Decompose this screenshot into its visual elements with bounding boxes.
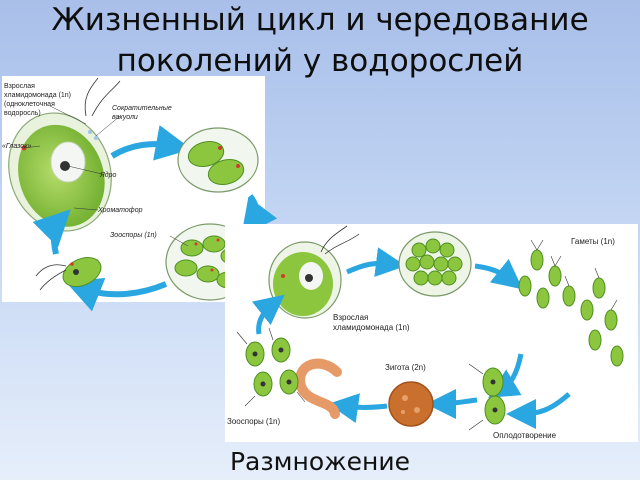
label-chromatophore: Хроматофор bbox=[97, 207, 143, 214]
dividing-cell bbox=[177, 127, 259, 193]
fusing-gametes bbox=[468, 363, 506, 431]
label-zoospores: Зооспоры (1n) bbox=[110, 232, 157, 239]
sexual-cycle-svg: Гаметы (1n) Взрослая хламидомонада (1n) … bbox=[227, 225, 624, 440]
adult-chlamydomonas-cell bbox=[8, 77, 121, 232]
sexual-arrow-3b bbox=[488, 353, 524, 398]
zoospores-after-meiosis bbox=[236, 327, 306, 407]
page-title: Жизненный цикл и чередование поколений у… bbox=[0, 0, 640, 82]
sexual-arrow-4 bbox=[426, 388, 478, 419]
label-eyespot: «Глазок» bbox=[2, 143, 31, 150]
gametes-group bbox=[518, 239, 624, 367]
free-zoospore bbox=[35, 256, 102, 291]
zygote bbox=[388, 381, 434, 427]
sexual-arrow-1 bbox=[345, 247, 406, 278]
label-nucleus: Ядро bbox=[99, 171, 117, 179]
cycle-arrow-3 bbox=[65, 277, 168, 312]
sexual-arrow-5 bbox=[328, 393, 388, 423]
asexual-cycle-diagram: Взрослая хламидомонада (1n) (одноклеточн… bbox=[2, 76, 278, 312]
sexual-arrow-3 bbox=[506, 392, 571, 429]
page-subtitle: Размножение bbox=[229, 447, 411, 476]
cycle-arrow-1 bbox=[110, 125, 192, 161]
gamete-forming-cell bbox=[398, 231, 472, 297]
label-gametes: Гаметы (1n) bbox=[571, 237, 615, 246]
sexual-cycle-diagram: Гаметы (1n) Взрослая хламидомонада (1n) … bbox=[225, 224, 638, 442]
label-adult-line1: Взрослая bbox=[333, 313, 368, 322]
label-vacuoles-line1: Сократительные bbox=[112, 105, 172, 112]
sexual-arrow-2 bbox=[474, 258, 523, 290]
label-zoospores: Зооспоры (1n) bbox=[227, 417, 280, 426]
label-adult-line2: хламидомонада (1n) bbox=[333, 323, 410, 332]
cycle-arrow-2 bbox=[241, 194, 278, 237]
cycle-arrow-4 bbox=[32, 209, 71, 255]
zygote-shell-curve bbox=[295, 358, 342, 419]
label-adult-line1: Взрослая bbox=[4, 83, 35, 90]
label-zygote: Зигота (2n) bbox=[385, 363, 426, 372]
title-line-2: поколений у водорослей bbox=[116, 43, 524, 79]
nucleus-icon bbox=[60, 161, 70, 171]
title-line-1: Жизненный цикл и чередование bbox=[51, 2, 589, 38]
sexual-arrow-6 bbox=[251, 294, 285, 335]
label-fertilization: Оплодотворение bbox=[493, 431, 557, 440]
label-adult-line3: (одноклеточная bbox=[4, 101, 55, 108]
label-adult-line4: водоросль) bbox=[4, 110, 41, 117]
adult-cell-sexual bbox=[268, 225, 360, 319]
label-vacuoles-line2: вакуоли bbox=[112, 114, 138, 121]
label-adult-line2: хламидомонада (1n) bbox=[4, 92, 71, 99]
